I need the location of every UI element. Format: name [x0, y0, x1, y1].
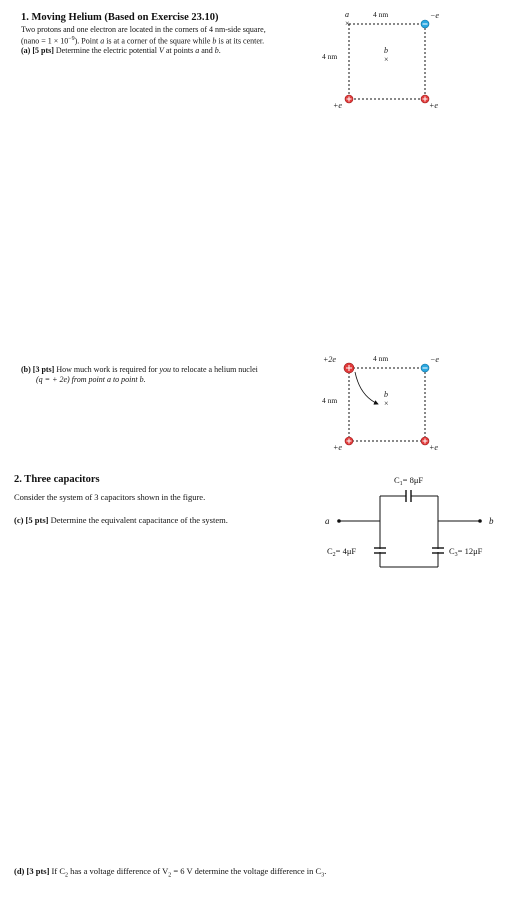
top-side-label: 4 nm — [373, 10, 388, 19]
point-a-marker: × — [345, 19, 350, 28]
top-side-label: 4 nm — [373, 354, 388, 363]
point-b-marker: × — [384, 399, 389, 408]
terminal-a-label: a — [325, 516, 330, 526]
capacitor-circuit: a b — [325, 490, 494, 568]
point-b-label: b — [384, 46, 388, 55]
capacitor-labels: C1= 8μF C2= 4μF C3= 12μF — [327, 475, 483, 558]
problem2-title: 2. Three capacitors — [14, 474, 100, 485]
point-b-label: b — [384, 390, 388, 399]
charge-bottom-right-label: +e — [429, 443, 438, 452]
c3-label: C3= 12μF — [449, 546, 483, 558]
problem2-intro: Consider the system of 3 capacitors show… — [14, 492, 206, 502]
part-a-question: (a) [5 pts] Determine the electric poten… — [21, 46, 221, 55]
charge-square-diagram-2: 4 nm 4 nm +2e b × −e +e +e — [322, 354, 439, 452]
part-c-question: (c) [5 pts] Determine the equivalent cap… — [14, 515, 228, 525]
charge-square-diagram-1: 4 nm 4 nm a × b × −e +e +e — [322, 10, 439, 110]
charge-top-left-label: +2e — [323, 355, 336, 364]
terminal-b-label: b — [489, 516, 494, 526]
square-outline — [348, 23, 426, 100]
charge-bottom-left-label: +e — [333, 101, 342, 110]
part-d-question: (d) [3 pts] If C2 has a voltage differen… — [14, 866, 327, 879]
c1-label: C1= 8μF — [394, 475, 423, 487]
c2-label: C2= 4μF — [327, 546, 356, 558]
part-b-question: (b) [3 pts] How much work is required fo… — [21, 365, 258, 374]
part-b-question-line2: (q = + 2e) from point a to point b. — [36, 375, 146, 384]
problem1-line1: Two protons and one electron are located… — [21, 25, 266, 34]
point-a-label: a — [345, 10, 349, 19]
charge-bottom-left-label: +e — [333, 443, 342, 452]
left-side-label: 4 nm — [322, 396, 337, 405]
square-outline — [348, 367, 426, 442]
problem1-line2: (nano = 1 × 10−9). Point a is at a corne… — [21, 36, 265, 46]
left-side-label: 4 nm — [322, 52, 337, 61]
terminal-b-dot — [478, 519, 482, 523]
point-b-marker: × — [384, 55, 389, 64]
charge-bottom-right-label: +e — [429, 101, 438, 110]
relocation-path-arrow — [354, 371, 379, 405]
problem1-title: 1. Moving Helium (Based on Exercise 23.1… — [21, 12, 219, 23]
charge-top-right-label: −e — [430, 11, 439, 20]
charge-top-right-label: −e — [430, 355, 439, 364]
